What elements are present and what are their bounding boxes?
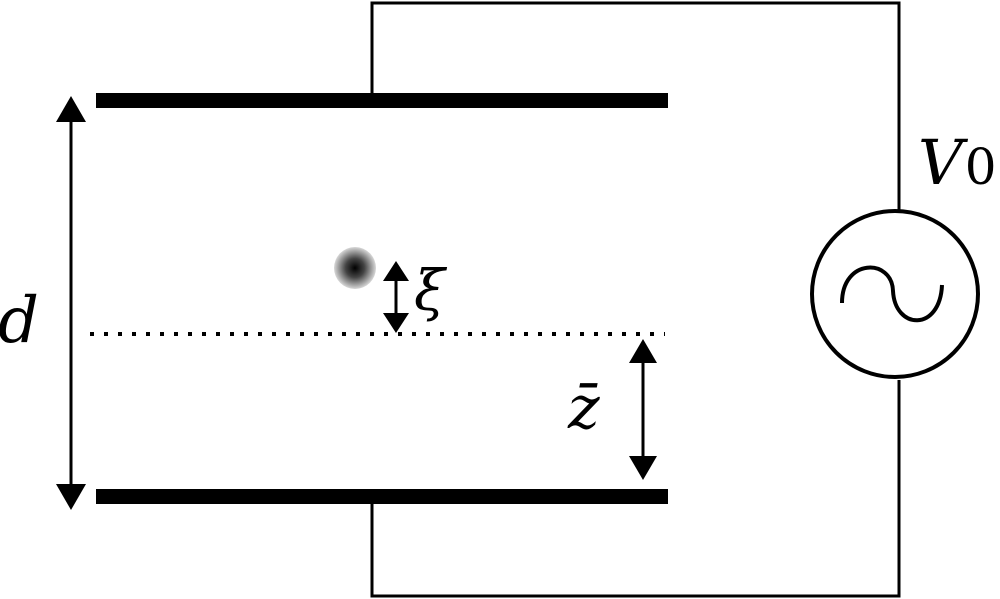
ac-voltage-source-icon (810, 209, 980, 379)
mean-position-label: z̄ (567, 373, 600, 443)
mean-position-arrow (629, 339, 657, 480)
gap-distance-arrow (56, 96, 86, 510)
gap-label: d (0, 284, 39, 358)
voltage-label: V0 (918, 126, 997, 199)
top-electrode-plate (96, 93, 668, 108)
particle (334, 247, 376, 289)
displacement-arrow (383, 261, 409, 333)
bottom-electrode-plate (96, 489, 668, 504)
circuit-wire (370, 1, 901, 598)
displacement-label: ξ (414, 259, 448, 324)
